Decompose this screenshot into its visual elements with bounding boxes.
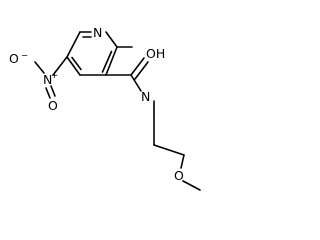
bond-c2-c3-inner bbox=[101, 50, 113, 73]
bond-nitro-n-o-double-b bbox=[45, 87, 51, 99]
methoxypropyl-chain bbox=[153, 100, 201, 191]
bond-c4-c5-inner bbox=[71, 56, 82, 71]
bond-nitro-n-o-double-a bbox=[50, 85, 56, 97]
bond-n1-c2 bbox=[105, 31, 118, 48]
bond-carbonyl-o-b bbox=[134, 61, 149, 80]
ether-oxygen-label: O bbox=[174, 168, 184, 183]
bond-carbonyl-o-a bbox=[130, 57, 145, 76]
bond-c2-c3 bbox=[105, 46, 118, 76]
bond-c2-c3 bbox=[153, 144, 185, 156]
bond-c5-nitro-n bbox=[52, 56, 68, 76]
amide-group bbox=[105, 57, 149, 92]
chemical-structure: N N + O − O OH N O bbox=[9, 25, 201, 191]
nitro-nitrogen-charge: + bbox=[51, 71, 58, 81]
bond-nitro-n-o-left bbox=[34, 61, 45, 74]
bond-ether-o-methyl bbox=[182, 180, 201, 191]
nitro-oxygen-left-charge: − bbox=[21, 51, 28, 61]
nitro-oxygen-left-label: O bbox=[9, 51, 19, 66]
bond-carbonyl-nh bbox=[130, 74, 142, 92]
amide-oxygen-label: OH bbox=[146, 46, 165, 61]
nitro-oxygen-right-label: O bbox=[48, 98, 58, 113]
bond-c5-c6 bbox=[66, 31, 81, 58]
bond-c4-c5 bbox=[66, 56, 81, 76]
ring-nitrogen-label: N bbox=[93, 25, 102, 40]
pyridine-ring bbox=[66, 31, 118, 76]
nitro-nitrogen-label: N bbox=[43, 72, 52, 87]
nitro-group bbox=[34, 56, 68, 99]
amide-nitrogen-label: N bbox=[141, 89, 150, 104]
bond-c3-ether-o bbox=[180, 154, 185, 169]
